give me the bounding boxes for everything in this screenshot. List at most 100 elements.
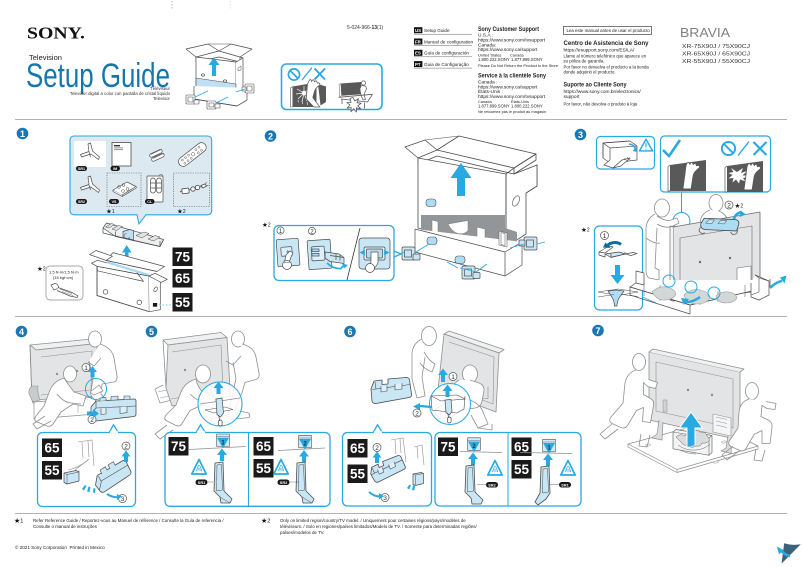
svg-text:IM: IM xyxy=(113,167,117,171)
svg-text:https://www.sony.com/tvsupport: https://www.sony.com/tvsupport xyxy=(478,94,546,100)
svg-text:Canada: Canada xyxy=(478,99,492,104)
svg-text:3: 3 xyxy=(121,496,125,503)
svg-text:5-024-966-13(1): 5-024-966-13(1) xyxy=(347,25,383,31)
svg-text:2: 2 xyxy=(90,417,94,424)
svg-text:1.877.899.SONY: 1.877.899.SONY xyxy=(478,104,510,109)
svg-text:su póliza de garantía.: su póliza de garantía. xyxy=(564,59,605,64)
svg-text:2: 2 xyxy=(310,230,314,236)
svg-text:55: 55 xyxy=(350,467,366,482)
svg-text:CL: CL xyxy=(147,200,153,204)
svg-text:Guía de configuración: Guía de configuración xyxy=(424,51,469,56)
svg-text:support: support xyxy=(564,94,581,100)
svg-text:FR: FR xyxy=(415,39,422,44)
svg-text:países/modelos de TV.: países/modelos de TV. xyxy=(280,530,324,535)
svg-text:donde adquirió el producto.: donde adquirió el producto. xyxy=(564,70,616,75)
svg-text:SR2: SR2 xyxy=(488,483,495,487)
svg-text:75: 75 xyxy=(175,250,191,265)
svg-text:téléviseurs. / Solo en regione: téléviseurs. / Solo en regiones/países l… xyxy=(280,524,477,529)
svg-text:Only on limited region/country: Only on limited region/country/TV model.… xyxy=(280,518,466,523)
svg-text:★2: ★2 xyxy=(581,226,590,234)
svg-text:Téléviseur: Téléviseur xyxy=(150,86,170,91)
svg-text:Guia de Configuração: Guia de Configuração xyxy=(424,62,469,67)
svg-text:Sony Customer Support: Sony Customer Support xyxy=(478,26,540,33)
svg-text:3: 3 xyxy=(383,495,387,502)
svg-text:BRAVIA: BRAVIA xyxy=(680,25,730,40)
svg-text:SONY.: SONY. xyxy=(27,24,85,43)
svg-text:© 2021 Sony Corporation Print: © 2021 Sony Corporation Printed in Mexic… xyxy=(15,544,105,550)
svg-text:2: 2 xyxy=(303,442,307,448)
svg-text:https://www.sony.com/tvsupport: https://www.sony.com/tvsupport xyxy=(478,38,546,44)
svg-text:6: 6 xyxy=(347,327,352,337)
svg-text:65: 65 xyxy=(44,441,60,456)
svg-text:XR-65X90J / 65X90CJ: XR-65X90J / 65X90CJ xyxy=(682,52,750,58)
svg-text:★2: ★2 xyxy=(37,265,46,273)
svg-text:https://www.sony.ca/support: https://www.sony.ca/support xyxy=(478,84,538,90)
svg-text:(15 kgf·cm): (15 kgf·cm) xyxy=(53,275,74,280)
svg-text:7: 7 xyxy=(595,326,600,336)
svg-text:55: 55 xyxy=(175,295,191,310)
svg-text:1: 1 xyxy=(547,446,551,452)
svg-text:1: 1 xyxy=(279,229,283,235)
svg-text:Televisor digital a color con: Televisor digital a color con pantalla d… xyxy=(70,91,171,96)
svg-text:2: 2 xyxy=(124,444,128,451)
svg-text:Por favor no devuelva el produ: Por favor no devuelva el producto a la t… xyxy=(564,65,650,70)
svg-text:2: 2 xyxy=(472,444,476,450)
svg-text:★2: ★2 xyxy=(735,202,744,210)
svg-text:États-Unis :: États-Unis : xyxy=(478,88,503,95)
svg-text:PT: PT xyxy=(415,62,421,67)
svg-text:1: 1 xyxy=(451,374,455,381)
svg-text:Canada :: Canada : xyxy=(478,80,497,86)
svg-text:SR1: SR1 xyxy=(561,483,568,487)
svg-text:Please Do Not Return the Produ: Please Do Not Return the Product to the … xyxy=(478,63,558,68)
svg-text:Television: Television xyxy=(29,53,62,62)
svg-text:5: 5 xyxy=(149,327,154,337)
svg-text:XR-55X90J / 55X90CJ: XR-55X90J / 55X90CJ xyxy=(682,59,750,65)
svg-text:Canada:: Canada: xyxy=(478,42,496,48)
svg-text:Lea este manual antes de usar: Lea este manual antes de usar el product… xyxy=(567,28,651,33)
svg-text:US: US xyxy=(415,28,421,33)
svg-text:ES: ES xyxy=(415,51,421,56)
svg-text:1: 1 xyxy=(20,129,25,139)
svg-text:Consulte o manual de instruçõe: Consulte o manual de instruções xyxy=(33,524,98,529)
svg-text:https://esupport.sony.com/ES/L: https://esupport.sony.com/ES/LA/ xyxy=(564,48,636,54)
svg-text:SR1: SR1 xyxy=(198,481,205,485)
svg-text:United States: United States xyxy=(478,53,501,58)
svg-text:XR-75X90J / 75X90CJ: XR-75X90J / 75X90CJ xyxy=(682,44,750,50)
svg-text:★2: ★2 xyxy=(177,208,186,216)
svg-text:1.800.222.SONY: 1.800.222.SONY xyxy=(511,104,543,109)
svg-text:4: 4 xyxy=(19,327,24,337)
svg-text:Canada: Canada xyxy=(510,53,524,58)
svg-text:1.877.899.SONY: 1.877.899.SONY xyxy=(511,57,543,62)
svg-text:★2: ★2 xyxy=(262,221,271,229)
svg-text:55: 55 xyxy=(44,463,60,478)
svg-text:SR2: SR2 xyxy=(280,481,287,485)
svg-text:Llame al número telefónico que: Llame al número telefónico que aparece e… xyxy=(564,54,647,59)
svg-text:★1: ★1 xyxy=(14,517,23,525)
svg-text:65: 65 xyxy=(175,271,191,286)
svg-text:2: 2 xyxy=(375,445,379,452)
svg-text:SR1: SR1 xyxy=(78,167,85,171)
svg-text:65: 65 xyxy=(350,441,366,456)
svg-text:65: 65 xyxy=(256,439,272,454)
svg-text:2: 2 xyxy=(727,203,731,210)
svg-text:Televisor: Televisor xyxy=(153,96,171,101)
svg-text:75: 75 xyxy=(171,439,187,454)
svg-text:1.800.222.SONY: 1.800.222.SONY xyxy=(478,57,510,62)
svg-text:Centro de Asistencia de Sony: Centro de Asistencia de Sony xyxy=(564,40,649,47)
svg-text:Setup Guide: Setup Guide xyxy=(424,28,450,33)
svg-text:Service à la clientèle Sony: Service à la clientèle Sony xyxy=(478,73,546,80)
svg-text:★1: ★1 xyxy=(106,208,115,216)
svg-text:2: 2 xyxy=(415,411,419,418)
svg-text:3: 3 xyxy=(578,130,583,140)
svg-text:75: 75 xyxy=(440,440,456,455)
svg-text:États-Unis: États-Unis xyxy=(511,99,529,104)
svg-text:U.S.A.:: U.S.A.: xyxy=(478,33,493,39)
svg-text:SR2: SR2 xyxy=(78,200,85,204)
svg-text:★2: ★2 xyxy=(261,517,270,525)
svg-text:Suporte ao Cliente Sony: Suporte ao Cliente Sony xyxy=(564,82,627,89)
svg-text:https://www.sony.ca/support: https://www.sony.ca/support xyxy=(478,47,538,53)
svg-text:1: 1 xyxy=(221,440,225,446)
svg-text:55: 55 xyxy=(256,461,272,476)
svg-text:Manuel de configuration: Manuel de configuration xyxy=(424,39,473,44)
svg-text:1: 1 xyxy=(603,233,607,240)
